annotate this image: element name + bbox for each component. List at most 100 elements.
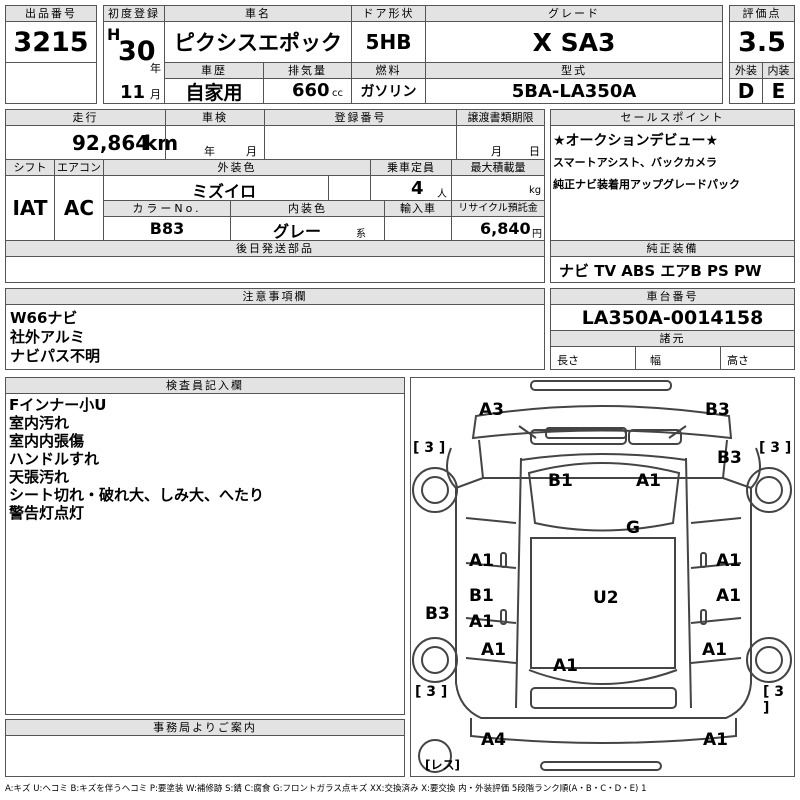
header-capacity: 乗車定員 — [370, 159, 452, 176]
inspector-note-4: ハンドルすれ — [9, 450, 100, 468]
int-color-suffix: 系 — [356, 229, 366, 240]
damage-legend: A:キズ U:ヘコミ B:キズを伴うヘコミ P:要塗装 W:補修跡 S:錆 C:… — [5, 784, 647, 794]
first-reg-box: H 30 年 11 月 — [103, 21, 165, 104]
score: 3.5 — [729, 21, 795, 63]
sales-point-1: ★オークションデビュー★ — [553, 133, 719, 149]
header-transfer-doc: 譲渡書類期限 — [456, 109, 545, 126]
header-interior: 内装 — [762, 62, 795, 79]
spec-width-box: 幅 — [635, 346, 721, 370]
header-int-color: 内装色 — [230, 200, 385, 217]
damage-l-door-r2: A1 — [469, 612, 494, 632]
damage-l-door-f: A1 — [469, 551, 494, 571]
lot-blank — [5, 62, 97, 104]
recycle-unit: 円 — [532, 229, 542, 240]
header-exterior: 外装 — [729, 62, 763, 79]
spec-height: 高さ — [727, 354, 749, 367]
damage-roof-r: A1 — [636, 471, 661, 491]
recycle-box: 6,840 円 — [451, 216, 545, 241]
shift: IAT — [5, 175, 55, 241]
header-later-parts: 後日発送部品 — [5, 240, 545, 257]
insp-month-unit: 月 — [246, 145, 257, 158]
transfer-doc-box: 月 日 — [456, 125, 545, 160]
sales-point-2: スマートアシスト、バックカメラ — [553, 156, 718, 169]
tire-rl-label: [ 3 ] — [415, 684, 448, 700]
mileage: 92,864 — [72, 131, 150, 155]
damage-r-rear: A1 — [702, 640, 727, 660]
reg-month: 11 — [120, 82, 146, 103]
spec-length: 長さ — [557, 354, 579, 367]
header-office: 事務局よりご案内 — [5, 719, 405, 736]
recycle: 6,840 — [480, 219, 531, 238]
displacement-box: 660 cc — [263, 78, 352, 104]
header-sales-point: セールスポイント — [550, 109, 795, 126]
history: 自家用 — [164, 78, 264, 104]
damage-diagram: [ 3 ] [ 3 ] [ 3 ] [ 3 ] [レス] A3 B3 B3 B1… — [410, 377, 795, 777]
import-box — [384, 216, 452, 241]
office-box — [5, 735, 405, 777]
displacement-unit: cc — [332, 88, 343, 99]
header-genuine: 純正装備 — [550, 240, 795, 257]
header-mileage: 走行 — [5, 109, 166, 126]
mileage-box: 92,864 km — [5, 125, 178, 160]
note-2: 社外アルミ — [10, 328, 85, 346]
damage-glass: G — [626, 518, 640, 538]
header-displacement: 排気量 — [263, 62, 352, 79]
header-score: 評価点 — [729, 5, 795, 22]
damage-rl-bumper: A4 — [481, 730, 506, 750]
header-door: ドア形状 — [351, 5, 426, 22]
sales-point-3: 純正ナビ装着用アップグレードパック — [553, 178, 740, 191]
capacity-box: 4 人 — [370, 175, 452, 201]
capacity: 4 — [411, 178, 424, 199]
ext-color-box: ミズイロ — [103, 175, 329, 201]
inspector-box: Fインナー小U 室内汚れ 室内内張傷 ハンドルすれ 天張汚れ シート切れ・破れ大… — [5, 393, 405, 715]
capacity-unit: 人 — [437, 189, 447, 200]
exterior-grade: D — [729, 78, 763, 104]
note-3: ナビパス不明 — [10, 347, 101, 365]
doc-month-unit: 月 — [491, 145, 502, 158]
header-max-load: 最大積載量 — [451, 159, 545, 176]
inspector-note-6: シート切れ・破れ大、しみ大、へたり — [9, 486, 265, 504]
displacement: 660 — [292, 80, 330, 101]
fuel: ガソリン — [351, 78, 426, 104]
damage-l-rear: A1 — [481, 640, 506, 660]
note-1: W66ナビ — [10, 309, 78, 327]
header-recycle: リサイクル預託金 — [451, 200, 545, 217]
header-fuel: 燃料 — [351, 62, 426, 79]
era: H — [107, 25, 121, 44]
header-first-reg: 初度登録 — [103, 5, 165, 22]
damage-fl-bumper: A3 — [479, 400, 504, 420]
damage-fr-fender: B3 — [717, 448, 742, 468]
ext-color-extra — [328, 175, 371, 201]
spare-tire-label: [レス] — [425, 758, 460, 772]
header-inspection: 車検 — [165, 109, 265, 126]
inspector-note-3: 室内内張傷 — [9, 432, 85, 450]
inspector-note-1: Fインナー小U — [9, 396, 107, 414]
genuine-equipment: ナビ TV ABS エアB PS PW — [559, 262, 762, 280]
header-model-code: 型式 — [425, 62, 723, 79]
header-grade: グレード — [425, 5, 723, 22]
damage-l-quarter: B3 — [425, 604, 450, 624]
damage-trunk: A1 — [553, 656, 578, 676]
reg-year: 30 — [118, 36, 156, 67]
ext-color: ミズイロ — [192, 182, 257, 201]
header-specs: 諸元 — [550, 330, 795, 347]
inspection-box: 年 月 — [165, 125, 265, 160]
load-unit: kg — [529, 185, 542, 196]
header-import: 輸入車 — [384, 200, 452, 217]
later-parts-box — [5, 256, 545, 283]
reg-no-box — [264, 125, 457, 160]
car-name: ピクシスエポック — [164, 21, 352, 63]
spec-height-box: 高さ — [720, 346, 795, 370]
grade: X SA3 — [425, 21, 723, 63]
doc-day-unit: 日 — [529, 145, 540, 158]
spec-width: 幅 — [650, 354, 661, 367]
max-load-box: kg — [451, 175, 545, 201]
int-color: グレー — [273, 222, 322, 241]
car-outline — [412, 380, 792, 773]
year-unit: 年 — [150, 62, 161, 75]
damage-r-door-f: A1 — [716, 551, 741, 571]
sales-point-box: ★オークションデビュー★ スマートアシスト、バックカメラ 純正ナビ装着用アップグ… — [550, 125, 795, 241]
header-history: 車歴 — [164, 62, 264, 79]
damage-rr-bumper: A1 — [703, 730, 728, 750]
model-code: 5BA-LA350A — [425, 78, 723, 104]
